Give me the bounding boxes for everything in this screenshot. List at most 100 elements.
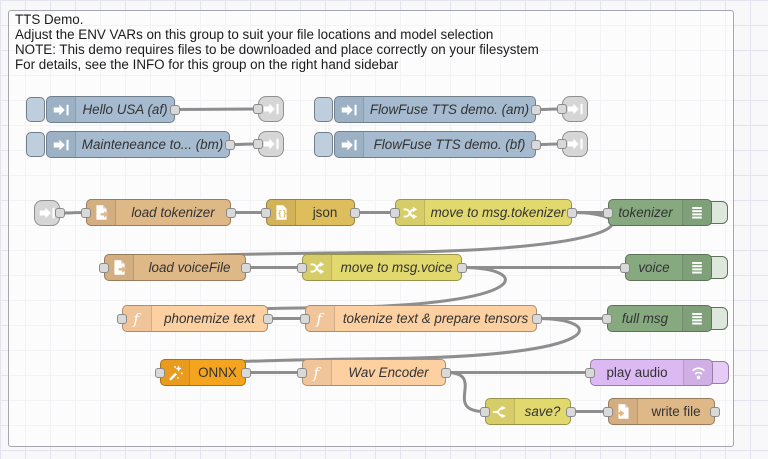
write-file-input-port[interactable]: [603, 406, 613, 417]
arrow-in-icon: [47, 132, 76, 157]
move-to-msg-tokenizer-output-port[interactable]: [567, 207, 577, 218]
debug-full-msg-node[interactable]: full msg: [607, 305, 712, 332]
node-label: Mainteneance to... (bm): [81, 137, 224, 152]
function-f-icon: f: [306, 306, 335, 331]
link-arrow-icon: [263, 101, 280, 117]
play-audio-node[interactable]: play audio: [590, 359, 713, 386]
inject-maintenance-node[interactable]: Mainteneance to... (bm): [46, 131, 230, 158]
move-to-msg-tokenizer-node[interactable]: move to msg.tokenizer: [395, 199, 572, 226]
phonemize-text-node[interactable]: f phonemize text: [122, 305, 268, 332]
onnx-node[interactable]: ONNX: [160, 359, 246, 386]
wav-encoder-input-port[interactable]: [297, 367, 307, 378]
svg-text:f: f: [132, 310, 141, 328]
move-to-msg-voice-node[interactable]: move to msg.voice: [302, 254, 462, 281]
wav-encoder-output-port[interactable]: [441, 367, 451, 378]
json-input-port[interactable]: [261, 207, 271, 218]
save-switch-node[interactable]: save?: [485, 398, 571, 425]
node-label: write file: [651, 404, 701, 419]
node-label: Hello USA (af): [82, 102, 168, 117]
node-label: tokenizer: [618, 205, 673, 220]
shuffle-icon: [396, 200, 425, 225]
json-output-port[interactable]: [350, 207, 360, 218]
node-label: FlowFuse TTS demo. (bf): [373, 137, 526, 152]
wire[interactable]: [444, 371, 487, 413]
group-label-line: For details, see the INFO for this group…: [15, 57, 399, 72]
json-doc-icon: {}: [267, 200, 296, 225]
group-label-line: Adjust the ENV VARs on this group to sui…: [15, 27, 494, 42]
inject-flowfuse-am-node[interactable]: FlowFuse TTS demo. (am): [334, 96, 536, 123]
debug-tokenizer-node[interactable]: tokenizer: [608, 199, 712, 226]
inject-flowfuse-bf-output-port[interactable]: [531, 139, 541, 150]
debug-voice-node[interactable]: voice: [625, 254, 712, 281]
magic-wand-icon: [161, 360, 190, 385]
inject-maintenance-button[interactable]: [26, 132, 45, 157]
write-file-node[interactable]: write file: [608, 398, 715, 425]
load-tokenizer-node[interactable]: load tokenizer: [86, 199, 231, 226]
onnx-input-port[interactable]: [155, 367, 165, 378]
move-to-msg-voice-output-port[interactable]: [457, 262, 467, 273]
link-arrow-icon: [567, 101, 584, 117]
link-in-1-output-port[interactable]: [55, 208, 65, 218]
save-switch-input-port[interactable]: [480, 406, 490, 417]
phonemize-text-input-port[interactable]: [117, 313, 127, 324]
audio-waves-icon: [683, 360, 712, 385]
inject-hello-usa-button[interactable]: [26, 97, 45, 122]
tokenize-text-output-port[interactable]: [532, 313, 542, 324]
inject-flowfuse-am-button[interactable]: [314, 97, 333, 122]
inject-maintenance-output-port[interactable]: [225, 139, 235, 150]
link-in-1-node[interactable]: [34, 200, 60, 226]
function-f-icon: f: [303, 360, 332, 385]
inject-flowfuse-bf-node[interactable]: FlowFuse TTS demo. (bf): [334, 131, 536, 158]
json-node[interactable]: {} json: [266, 199, 355, 226]
inject-hello-usa-output-port[interactable]: [170, 104, 180, 115]
load-voicefile-node[interactable]: load voiceFile: [104, 254, 246, 281]
load-tokenizer-output-port[interactable]: [226, 207, 236, 218]
link-out-1-input-port[interactable]: [253, 104, 263, 114]
node-label: move to msg.tokenizer: [430, 205, 566, 220]
save-switch-output-port[interactable]: [566, 406, 576, 417]
svg-text:{}: {}: [277, 209, 287, 218]
svg-text:f: f: [315, 310, 324, 328]
write-file-output-port[interactable]: [710, 406, 720, 417]
link-out-3-node[interactable]: [562, 96, 588, 122]
phonemize-text-output-port[interactable]: [263, 313, 273, 324]
group-label: TTS Demo. Adjust the ENV VARs on this gr…: [15, 12, 539, 72]
node-label: load tokenizer: [131, 205, 215, 220]
debug-list-icon: [682, 306, 711, 331]
node-label: play audio: [606, 365, 668, 380]
link-out-2-input-port[interactable]: [253, 139, 263, 149]
move-to-msg-tokenizer-input-port[interactable]: [390, 207, 400, 218]
debug-list-icon: [682, 200, 711, 225]
move-to-msg-voice-input-port[interactable]: [297, 262, 307, 273]
debug-tokenizer-input-port[interactable]: [603, 207, 613, 218]
load-voicefile-input-port[interactable]: [99, 262, 109, 273]
onnx-output-port[interactable]: [241, 367, 251, 378]
node-label: phonemize text: [164, 311, 255, 326]
inject-flowfuse-bf-button[interactable]: [314, 132, 333, 157]
link-out-3-input-port[interactable]: [557, 104, 567, 114]
inject-hello-usa-node[interactable]: Hello USA (af): [46, 96, 175, 123]
load-tokenizer-input-port[interactable]: [81, 207, 91, 218]
inject-flowfuse-am-output-port[interactable]: [531, 104, 541, 115]
debug-full-msg-input-port[interactable]: [602, 313, 612, 324]
file-out-icon: [87, 200, 116, 225]
link-arrow-icon: [263, 136, 280, 152]
file-out-icon: [105, 255, 134, 280]
play-audio-input-port[interactable]: [585, 367, 595, 378]
link-out-4-input-port[interactable]: [557, 139, 567, 149]
arrow-in-icon: [335, 132, 364, 157]
wire[interactable]: [173, 107, 260, 111]
link-arrow-icon: [567, 136, 584, 152]
load-voicefile-output-port[interactable]: [241, 262, 251, 273]
node-label: FlowFuse TTS demo. (am): [369, 102, 530, 117]
debug-voice-input-port[interactable]: [620, 262, 630, 273]
node-label: move to msg.voice: [340, 260, 453, 275]
group-label-line: TTS Demo.: [15, 12, 84, 27]
tokenize-text-input-port[interactable]: [300, 313, 310, 324]
node-label: json: [312, 205, 338, 220]
node-label: ONNX: [198, 365, 237, 380]
